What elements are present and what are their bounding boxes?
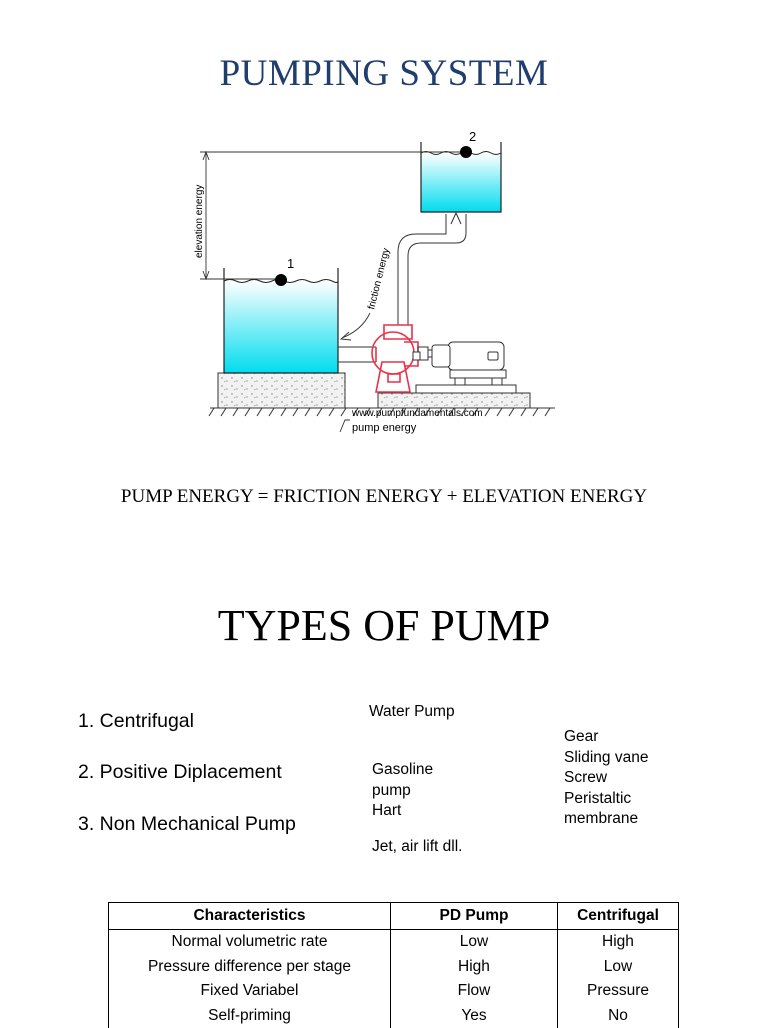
tank-1-base [218,373,345,408]
table-cell: Fixed Variabel [109,979,391,1004]
pump-energy-label: pump energy [352,422,417,434]
point-1-label: 1 [287,256,294,271]
table-row: Normal volumetric rate Low High [109,930,679,955]
header-centrifugal: Centrifugal [558,903,679,930]
pd-type-item: Sliding vane [564,748,648,769]
header-pd-pump: PD Pump [391,903,558,930]
table-cell: Yes [391,1004,558,1028]
energy-equation: PUMP ENERGY = FRICTION ENERGY + ELEVATIO… [0,486,768,508]
elevation-energy-label: elevation energy [194,185,205,258]
table-cell: High [558,930,679,955]
table-cell: Pressure [558,979,679,1004]
pd-type-item: membrane [564,809,648,830]
table-row: Self-priming Yes No [109,1004,679,1028]
table-cell: Self-priming [109,1004,391,1028]
water-pump-note: Water Pump [369,702,455,723]
suction-pipe [338,347,376,362]
pd-type-item: Gear [564,727,648,748]
pump-base [378,393,530,408]
discharge-pipe [398,214,466,325]
table-cell: Pressure difference per stage [109,955,391,980]
table-cell: Low [391,930,558,955]
table-row: Fixed Variabel Flow Pressure [109,979,679,1004]
pumping-system-diagram: 1 2 elevation energy friction energy [180,118,580,443]
table-header-row: Characteristics PD Pump Centrifugal [109,903,679,930]
friction-energy-label: friction energy [366,247,392,311]
header-characteristics: Characteristics [109,903,391,930]
table-row: Pressure difference per stage High Low [109,955,679,980]
point-2-label: 2 [469,129,476,144]
note-line: pump [372,781,433,802]
pump-casing [372,325,418,392]
website-caption: www.pumpfundamentals.com [351,408,483,419]
point-1-marker [275,274,287,286]
table-cell: High [391,955,558,980]
table-cell: No [558,1004,679,1028]
note-line: Gasoline [372,760,433,781]
page-title: PUMPING SYSTEM [0,52,768,95]
pd-type-item: Screw [564,768,648,789]
characteristics-table: Characteristics PD Pump Centrifugal Norm… [108,902,679,1028]
point-2-marker [460,146,472,158]
table-cell: Flow [391,979,558,1004]
note-line: Hart [372,801,433,822]
table-cell: Low [558,955,679,980]
gasoline-note: Gasoline pump Hart [372,760,433,822]
tank-1-water [224,280,338,373]
pd-type-item: Peristaltic [564,789,648,810]
table-cell: Normal volumetric rate [109,930,391,955]
type-positive-displacement: 2. Positive Diplacement [78,761,282,784]
types-heading: TYPES OF PUMP [0,600,768,651]
type-centrifugal: 1. Centrifugal [78,710,194,733]
type-non-mechanical: 3. Non Mechanical Pump [78,813,296,836]
jet-note: Jet, air lift dll. [372,837,462,858]
pd-types-list: Gear Sliding vane Screw Peristaltic memb… [564,727,648,830]
tank-2-water [421,153,501,212]
